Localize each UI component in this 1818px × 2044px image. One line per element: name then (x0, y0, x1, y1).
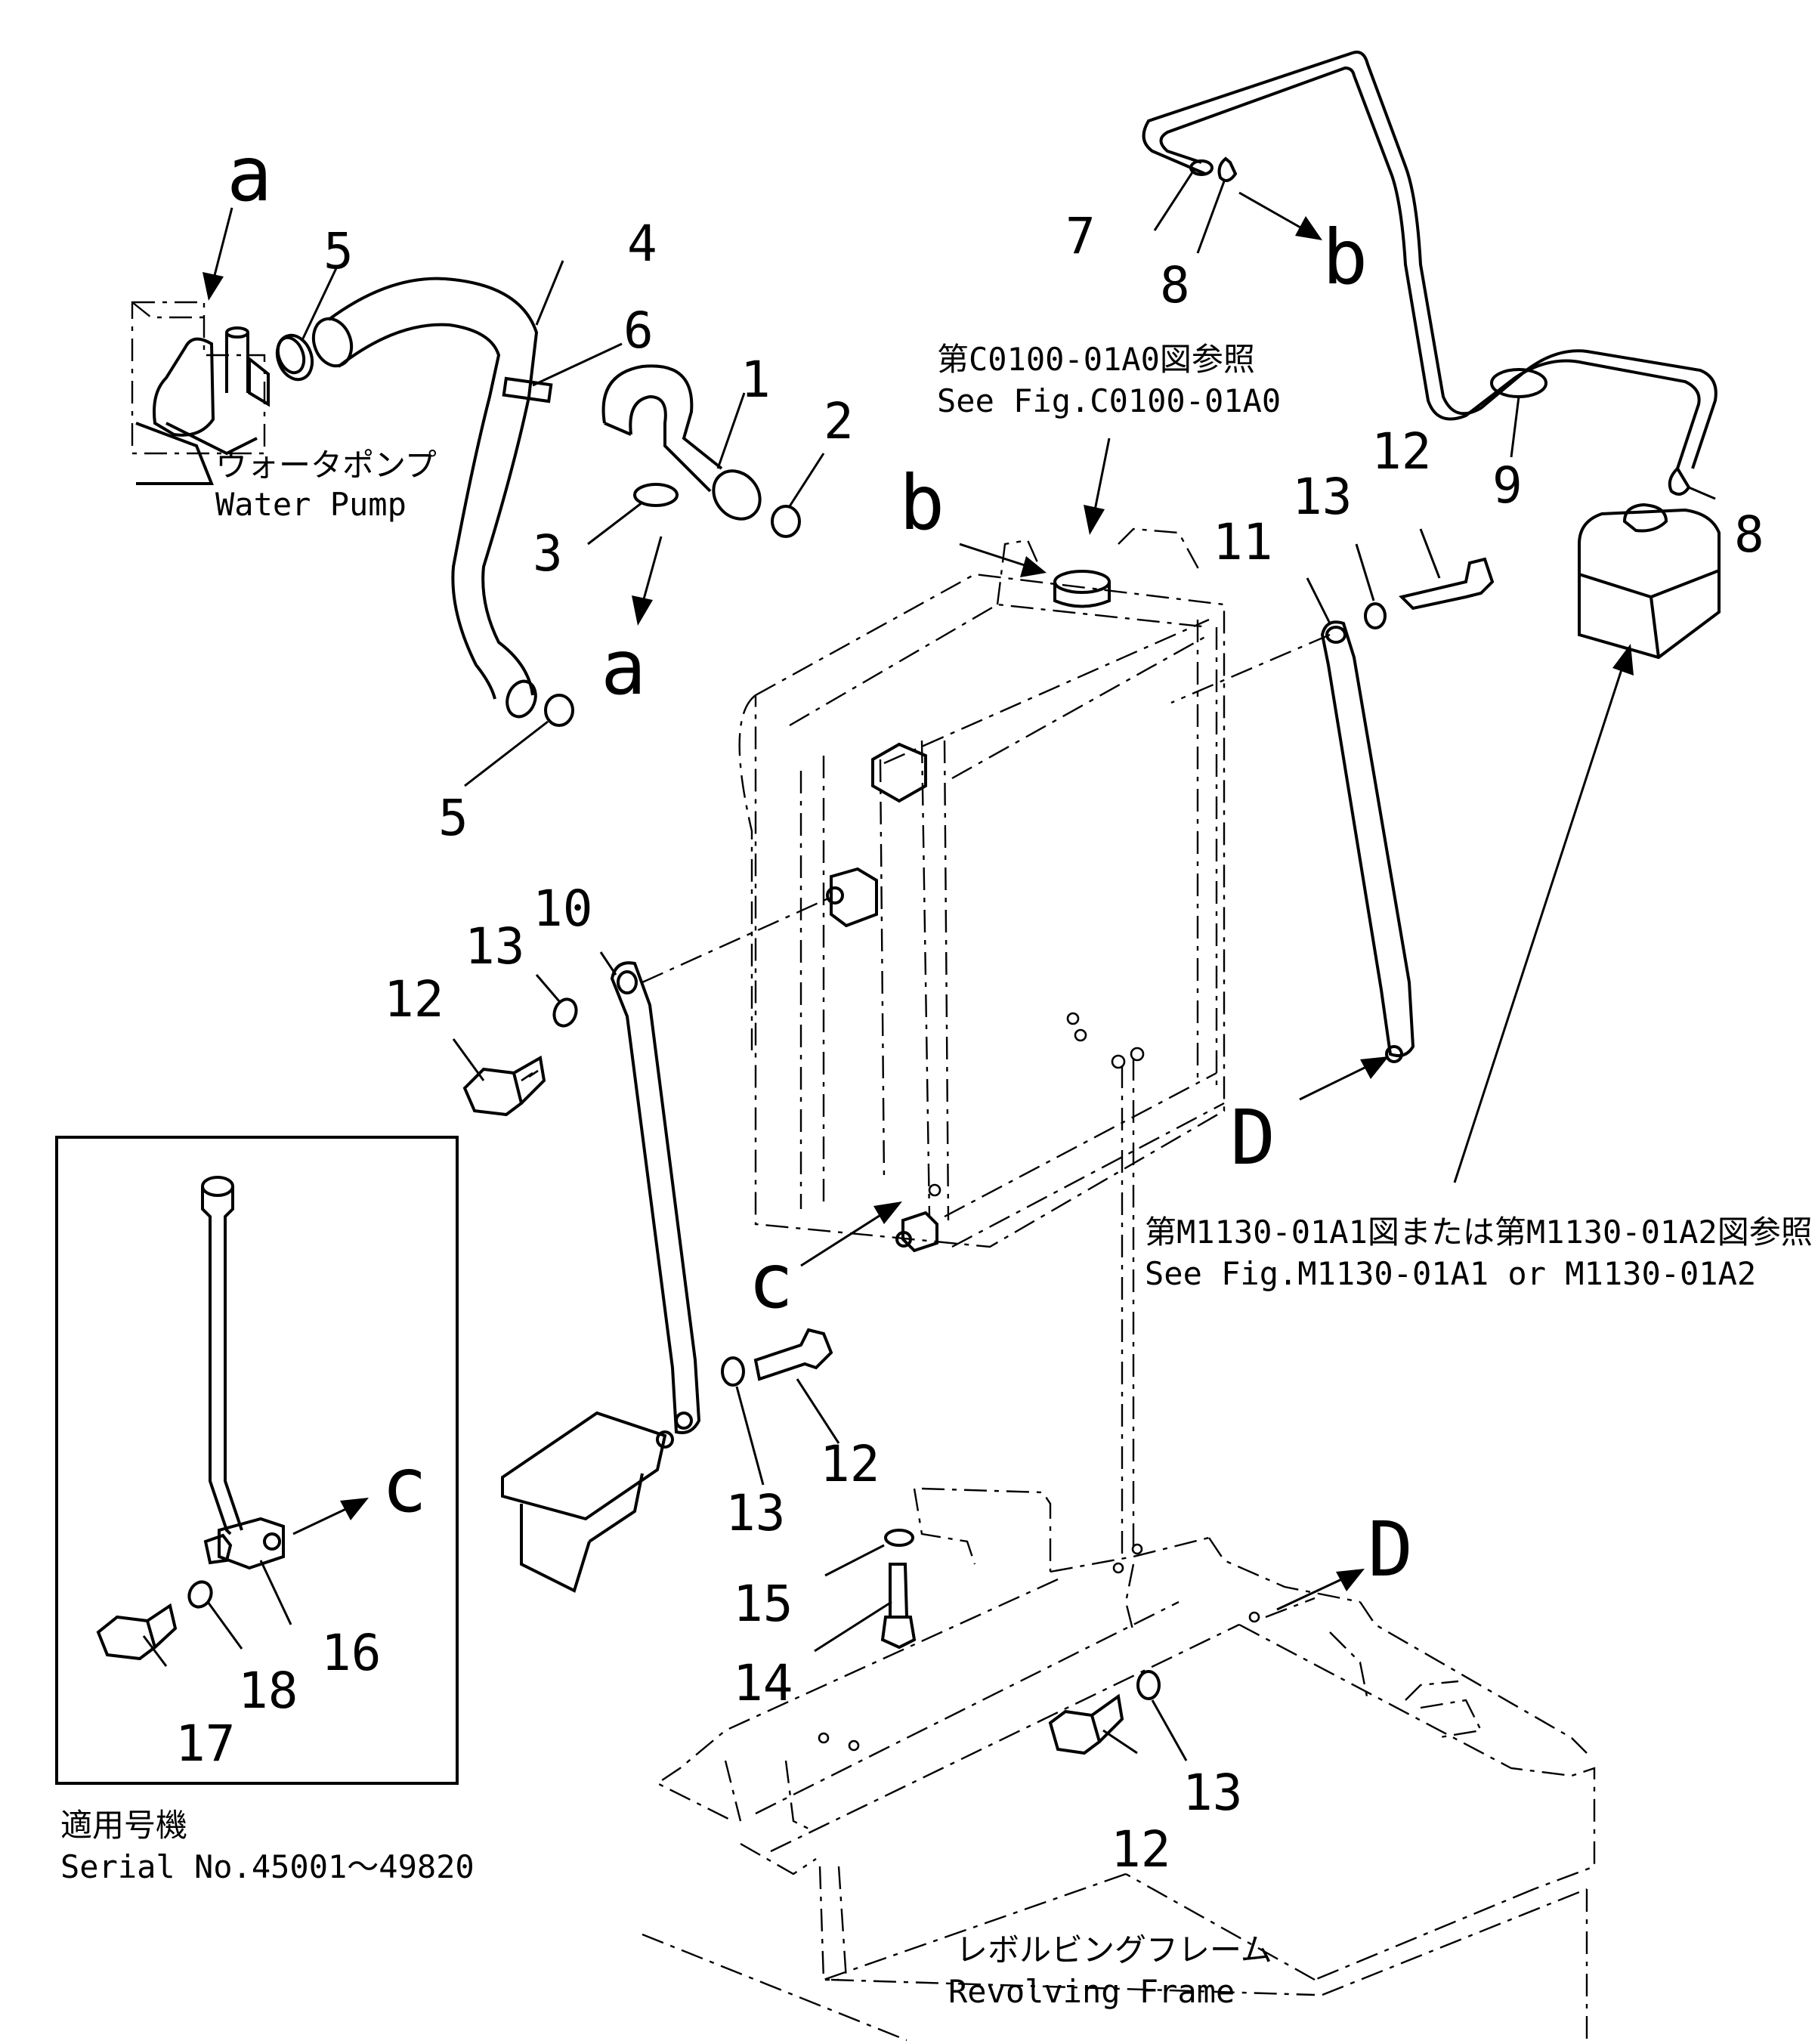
letter-b-radiator: b (899, 459, 945, 547)
water-pump-label-jp: ウォータポンプ (215, 447, 437, 484)
callout-2: 2 (824, 392, 854, 450)
notes: ウォータポンプ Water Pump 第C0100-01A0図参照 See Fi… (60, 341, 1813, 2010)
leader-lines (142, 169, 1716, 1761)
ref-c0100-en: See Fig.C0100-01A0 (937, 382, 1281, 419)
letter-d-right: D (1230, 1093, 1275, 1182)
bolt-12-middle (721, 1328, 833, 1387)
callout-13-lower: 13 (1183, 1764, 1242, 1822)
water-pump-label-en: Water Pump (215, 486, 407, 523)
callout-12-lower: 12 (1111, 1820, 1170, 1879)
callout-9: 9 (1492, 456, 1523, 515)
callout-12-middle: 12 (820, 1435, 880, 1493)
frame-label-en: Revolving Frame (948, 1973, 1235, 2010)
serial-label-jp: 適用号機 (60, 1807, 187, 1844)
bolts (462, 557, 1495, 1755)
callout-11: 11 (1213, 513, 1272, 571)
callout-13-middle: 13 (725, 1484, 785, 1542)
hose-upper (275, 277, 553, 719)
letter-c-radiator: c (748, 1237, 793, 1325)
ref-m1130-en: See Fig.M1130-01A1 or M1130-01A2 (1145, 1255, 1756, 1292)
callout-13-left: 13 (465, 917, 524, 976)
letter-b-top: b (1322, 213, 1368, 301)
connection-letters: a a b b c c D D (227, 130, 1413, 1594)
callout-13-right: 13 (1292, 468, 1352, 526)
callout-15: 15 (733, 1575, 793, 1633)
frame-label-jp: レボルビングフレーム (956, 1931, 1272, 1968)
callout-12-left: 12 (384, 970, 444, 1028)
reservoir-tank (1578, 502, 1721, 660)
callout-18: 18 (238, 1662, 298, 1720)
callout-3: 3 (533, 524, 563, 583)
callout-6: 6 (623, 301, 654, 360)
detail-c-inset (55, 1136, 459, 1785)
letter-a-top: a (227, 130, 272, 218)
callout-10: 10 (533, 880, 592, 938)
callout-14: 14 (733, 1654, 793, 1712)
callout-17: 17 (175, 1715, 235, 1773)
callout-8-right: 8 (1734, 506, 1764, 564)
callout-5-top: 5 (323, 222, 354, 280)
callout-8-top: 8 (1160, 256, 1190, 314)
letter-d-frame: D (1368, 1505, 1413, 1594)
callout-5-lower: 5 (438, 789, 468, 847)
hose-lower (601, 364, 762, 521)
bolt-12-left (462, 997, 578, 1117)
callout-12-right: 12 (1371, 422, 1431, 481)
ref-m1130-jp: 第M1130-01A1図または第M1130-01A2図参照 (1145, 1214, 1813, 1251)
callout-16: 16 (321, 1624, 381, 1682)
bolt-12-lower (1048, 1670, 1161, 1755)
brace-right (1170, 620, 1415, 1063)
letter-c-inset: c (382, 1441, 427, 1529)
ref-c0100-jp: 第C0100-01A0図参照 (937, 341, 1255, 378)
clamps (276, 336, 801, 727)
brace-left (610, 894, 836, 1434)
bolt-14 (880, 1529, 917, 1650)
bolt-12-right-upper (1364, 557, 1495, 629)
callout-1: 1 (740, 351, 771, 409)
callout-4: 4 (627, 215, 657, 273)
radiator (738, 527, 1226, 1557)
part-numbers: 1 2 3 4 5 6 5 7 8 8 9 11 12 13 10 13 12 … (175, 207, 1764, 1879)
bracket (501, 1411, 674, 1593)
callout-7: 7 (1065, 207, 1096, 265)
serial-label-en: Serial No.45001～49820 (60, 1848, 475, 1885)
letter-a-lower: a (601, 623, 646, 712)
arrows (203, 191, 1634, 1611)
revolving-frame (642, 1487, 1596, 2042)
water-pump (131, 301, 270, 485)
